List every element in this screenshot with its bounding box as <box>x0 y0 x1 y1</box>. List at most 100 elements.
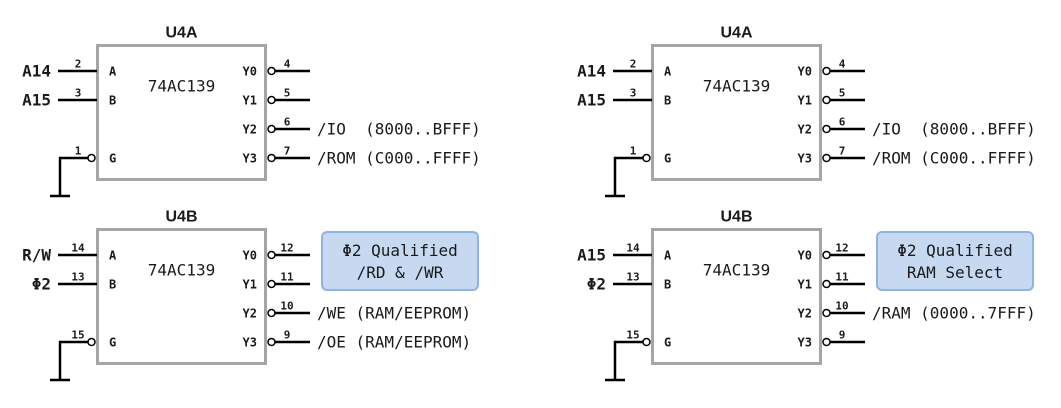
pin-name: Y2 <box>798 123 812 137</box>
pin-name: Y0 <box>243 249 257 263</box>
output-net-label: /WE (RAM/EEPROM) <box>317 304 471 323</box>
pin-number: 5 <box>284 87 291 100</box>
pin-name: Y3 <box>798 152 812 166</box>
callout-box <box>321 231 479 291</box>
ground-icon <box>50 156 70 198</box>
pin-name: Y1 <box>243 278 257 292</box>
pin-number: 1 <box>630 145 637 158</box>
callout-text-line: RAM Select <box>907 263 1003 282</box>
pin-name: B <box>664 278 671 292</box>
output-pin: 5Y1 <box>243 87 310 108</box>
inversion-bubble-icon <box>822 279 831 289</box>
inversion-bubble-icon <box>267 66 276 76</box>
inversion-bubble-icon <box>642 337 651 347</box>
output-pin: 9Y3 <box>798 329 865 350</box>
pin-number: 1 <box>75 145 82 158</box>
inversion-bubble-icon <box>267 124 276 134</box>
output-pin: 5Y1 <box>798 87 865 108</box>
output-pin: 7Y3/ROM (C000..FFFF) <box>243 145 481 168</box>
inversion-bubble-icon <box>87 153 96 163</box>
output-net-label: /RAM (0000..7FFF) <box>872 304 1036 323</box>
pin-name: G <box>664 152 671 166</box>
pin-name: Y3 <box>243 336 257 350</box>
output-pin: 9Y3/OE (RAM/EEPROM) <box>243 329 472 352</box>
chip-reference-label: U4A <box>720 25 752 42</box>
inversion-bubble-icon <box>822 95 831 105</box>
chip-part-number: 74AC139 <box>703 77 770 96</box>
pin-number: 4 <box>284 58 291 71</box>
enable-pin: 15G <box>605 329 671 382</box>
pin-number: 4 <box>839 58 846 71</box>
pin-number: 11 <box>280 271 294 284</box>
pin-name: Y1 <box>798 94 812 108</box>
inversion-bubble-icon <box>267 95 276 105</box>
pin-number: 9 <box>839 329 846 342</box>
callout-box <box>876 231 1034 291</box>
pin-number: 7 <box>839 145 846 158</box>
pin-number: 7 <box>284 145 291 158</box>
chip-part-number: 74AC139 <box>148 77 215 96</box>
pin-name: G <box>664 336 671 350</box>
output-pin: 4Y0 <box>798 58 865 79</box>
ground-icon <box>605 156 625 198</box>
output-pin: 4Y0 <box>243 58 310 79</box>
pin-name: Y0 <box>798 65 812 79</box>
pin-number: 2 <box>75 58 82 71</box>
pin-name: A <box>664 65 672 79</box>
ground-icon <box>50 340 70 382</box>
pin-name: Y0 <box>243 65 257 79</box>
chip-reference-label: U4A <box>165 25 197 42</box>
pin-number: 3 <box>630 87 637 100</box>
inversion-bubble-icon <box>822 308 831 318</box>
pin-number: 15 <box>626 329 639 342</box>
input-net-label: A14 <box>577 62 606 81</box>
inversion-bubble-icon <box>822 250 831 260</box>
callout-text-line: Φ2 Qualified <box>342 241 458 260</box>
pin-number: 12 <box>280 242 293 255</box>
callout-text-line: /RD & /WR <box>357 263 444 282</box>
output-pin: 7Y3/ROM (C000..FFFF) <box>798 145 1036 168</box>
pin-name: B <box>109 278 116 292</box>
output-net-label: /IO (8000..BFFF) <box>317 120 481 139</box>
pin-name: Y2 <box>243 307 257 321</box>
input-pin: 2 A14 A <box>577 58 672 81</box>
pin-number: 12 <box>835 242 848 255</box>
output-net-label: /ROM (C000..FFFF) <box>317 149 481 168</box>
input-net-label: A15 <box>577 246 606 265</box>
inversion-bubble-icon <box>267 153 276 163</box>
chip-part-number: 74AC139 <box>148 261 215 280</box>
pin-number: 13 <box>71 271 84 284</box>
enable-pin: 1G <box>605 145 671 198</box>
input-net-label: A15 <box>22 91 51 110</box>
inversion-bubble-icon <box>822 66 831 76</box>
chip-body <box>96 44 267 181</box>
chip-reference-label: U4B <box>165 209 197 226</box>
pin-number: 10 <box>280 300 293 313</box>
chip-part-number: 74AC139 <box>703 261 770 280</box>
callout-note: Φ2 Qualified/RD & /WR <box>321 231 479 291</box>
input-net-label: Φ2 <box>587 275 606 294</box>
pin-number: 3 <box>75 87 82 100</box>
pin-name: G <box>109 152 116 166</box>
pin-number: 2 <box>630 58 637 71</box>
pin-name: Y0 <box>798 249 812 263</box>
pin-number: 6 <box>839 116 846 129</box>
pin-name: Y1 <box>798 278 812 292</box>
input-net-label: Φ2 <box>32 275 51 294</box>
pin-name: Y1 <box>243 94 257 108</box>
